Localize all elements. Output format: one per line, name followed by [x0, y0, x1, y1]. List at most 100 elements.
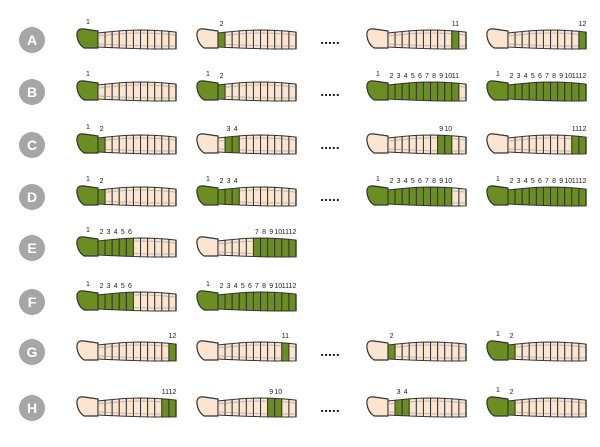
chamber-11: [162, 399, 169, 417]
chamber-label: 2: [510, 333, 514, 340]
chamber-sleeve-line: [460, 191, 465, 192]
chamber-3: [515, 344, 522, 360]
chamber-sleeve-line: [453, 402, 458, 403]
chamber-sleeve-line: [226, 243, 231, 244]
chamber-sleeve-line: [283, 86, 288, 87]
chamber-3: [395, 32, 402, 48]
chamber-sleeve-line: [113, 402, 118, 403]
chamber-4: [232, 136, 239, 153]
chamber-6: [536, 82, 543, 100]
ellipsis: .....: [320, 343, 339, 359]
chamber-sleeve-line: [106, 140, 111, 141]
chamber-1: [197, 237, 218, 256]
ellipsis: .....: [320, 399, 339, 415]
chamber-sleeve-line: [523, 346, 528, 347]
chamber-label: 1: [376, 176, 380, 183]
chamber-9: [438, 187, 445, 206]
chamber-sleeve-line: [106, 192, 111, 193]
chamber-1: [77, 341, 98, 360]
chamber-10: [275, 398, 282, 417]
chamber-label: 6: [418, 178, 422, 185]
chamber-1: [487, 29, 508, 48]
chamber-1: [367, 186, 388, 205]
chamber-label: 4: [234, 283, 238, 290]
chamber-8: [431, 187, 438, 206]
chamber-label: 7: [545, 73, 549, 80]
chamber-sleeve-line: [396, 347, 401, 348]
chamber-label: 12: [579, 126, 587, 133]
chamber-3: [395, 189, 402, 205]
chamber-label: 1: [206, 281, 210, 288]
chamber-sleeve-line: [170, 242, 175, 243]
chamber-sleeve-line: [516, 403, 521, 404]
chamber-5: [529, 82, 536, 100]
chamber-label: 4: [524, 178, 528, 185]
chamber-label: 2: [220, 178, 224, 185]
chamber-label: 9: [269, 389, 273, 396]
chamber-10: [445, 135, 452, 154]
chamber-label: 2: [510, 178, 514, 185]
chamber-label: 5: [241, 283, 245, 290]
chamber-3: [105, 137, 112, 153]
chamber-3: [515, 84, 522, 100]
chamber-2: [388, 84, 395, 99]
chamber-1: [487, 134, 508, 153]
chamber-label: 5: [411, 73, 415, 80]
row-letter: A: [27, 32, 37, 48]
chamber-label: 1: [496, 71, 500, 78]
chamber-9: [268, 238, 275, 257]
chamber-3: [225, 137, 232, 153]
chamber-2: [218, 84, 225, 99]
chamber-label: 1: [86, 71, 90, 78]
chamber-2: [98, 344, 105, 359]
chamber-1: [197, 29, 218, 48]
chamber-2: [388, 344, 395, 359]
chamber-label: 2: [510, 389, 514, 396]
chamber-2: [218, 400, 225, 415]
chamber-9: [438, 82, 445, 101]
chamber-1: [367, 397, 388, 416]
ellipsis: .....: [320, 136, 339, 152]
chamber-1: [77, 397, 98, 416]
chamber-2: [218, 344, 225, 359]
chamber-label: 3: [517, 73, 521, 80]
chamber-sleeve-line: [106, 347, 111, 348]
chamber-3: [515, 137, 522, 153]
chamber-3: [105, 294, 112, 310]
chamber-label: 12: [289, 229, 297, 236]
chamber-label: 2: [220, 73, 224, 80]
chamber-11: [282, 239, 289, 257]
chamber-4: [112, 239, 119, 256]
chamber-2: [218, 137, 225, 152]
chamber-1: [487, 397, 508, 416]
leg-sleeve: 12: [487, 21, 587, 49]
chamber-4: [402, 83, 409, 100]
chamber-2: [508, 84, 515, 99]
chamber-label: 5: [411, 178, 415, 185]
chamber-3: [225, 294, 232, 310]
chamber-label: 2: [390, 333, 394, 340]
chamber-sleeve-line: [163, 346, 168, 347]
chamber-label: 4: [234, 178, 238, 185]
chamber-label: 6: [128, 283, 132, 290]
chamber-sleeve-line: [163, 296, 168, 297]
chamber-label: 2: [390, 178, 394, 185]
chamber-2: [508, 32, 515, 47]
chamber-sleeve-line: [113, 34, 118, 35]
chamber-label: 10: [274, 389, 282, 396]
chamber-sleeve-line: [106, 403, 111, 404]
chamber-9: [268, 398, 275, 417]
chamber-label: 3: [107, 229, 111, 236]
chamber-label: 8: [262, 229, 266, 236]
chamber-sleeve-line: [113, 346, 118, 347]
chamber-label: 4: [404, 178, 408, 185]
chamber-10: [445, 187, 452, 206]
chamber-label: 6: [248, 283, 252, 290]
